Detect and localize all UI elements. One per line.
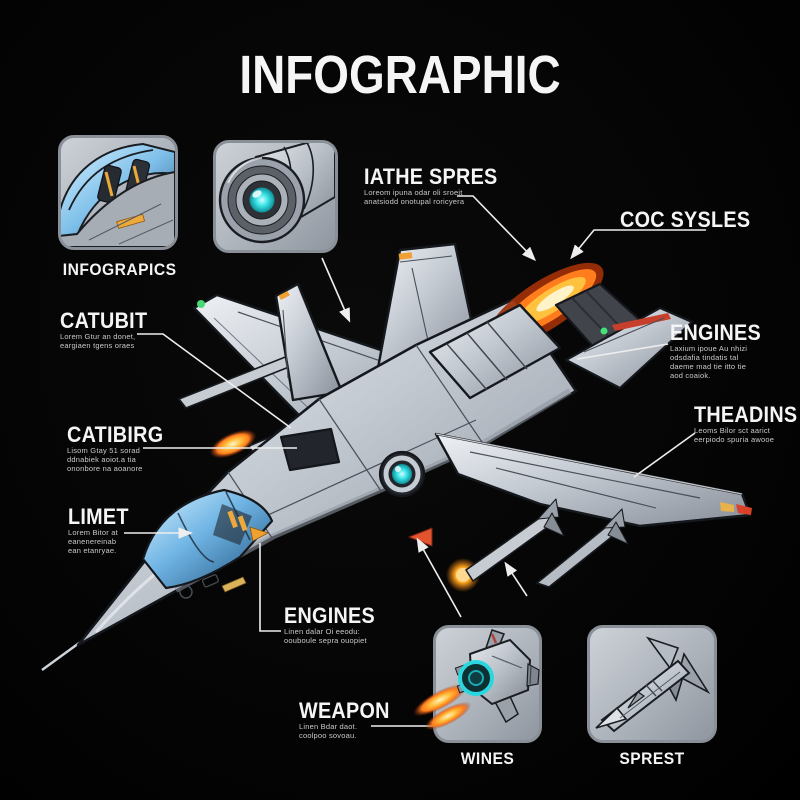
leader-lines <box>124 195 706 727</box>
thruster-detail-illustration <box>413 629 540 731</box>
underwing-missile <box>536 508 629 588</box>
callout-title: THEADINS <box>694 402 798 427</box>
callout-title: CATIBIRG <box>67 422 164 447</box>
cockpit-inset-panel <box>58 135 178 250</box>
leader-iathe-spres <box>457 195 537 262</box>
callout-engines-right: ENGINES Laxium ipoue Au nhizi odsdafia t… <box>670 320 771 381</box>
pointer-fuselage-marking <box>416 537 462 618</box>
fuselage-marking-orange <box>249 526 269 542</box>
callout-subtext: Laxium ipoue Au nhizi <box>670 344 748 353</box>
callout-title: IATHE SPRES <box>364 164 498 189</box>
nozzle-inset-panel <box>213 140 338 253</box>
callout-title: ENGINES <box>284 603 376 628</box>
leader-engines-bottom <box>259 543 281 632</box>
sprest-inset-panel <box>587 625 717 743</box>
callout-iathe-spres: IATHE SPRES Loreom ipuna odar oli sroeit… <box>364 164 512 207</box>
callout-subtext: Lisom Gtay 51 sorad <box>67 446 140 455</box>
tailplane-light <box>600 327 608 335</box>
dorsal-sensor <box>378 450 426 498</box>
callout-theadins: THEADINS Leoms Bilor sct aarict eerpiodo… <box>694 402 800 445</box>
missile-detail-illustration <box>595 636 711 733</box>
callout-limet: LIMET Lorem Bitor at eanenereinab ean et… <box>68 504 136 556</box>
callout-subtext: Linen dalar Oi eeodu: <box>284 627 360 636</box>
callout-subtext: Lorem Bitor at <box>68 528 118 537</box>
page-title: INFOGRAPHIC <box>239 45 561 105</box>
right-tailplane <box>564 306 694 390</box>
right-wing <box>434 432 752 528</box>
callout-subtext: daeme mad tie itto tie <box>670 362 747 371</box>
thruster-flames <box>413 683 472 731</box>
callout-subtext: Linen Bdar daot. <box>299 722 358 731</box>
callout-weapon: WEAPON Linen Bdar daot. coolpoo sovoau. <box>299 698 400 741</box>
callout-title: COC SYSLES <box>620 207 751 232</box>
nozzle-detail-illustration <box>218 143 335 244</box>
callout-subtext: Loreom ipuna odar oli sroeit <box>364 188 463 197</box>
wines-inset-panel <box>413 625 542 743</box>
callout-title: ENGINES <box>670 320 762 345</box>
wines-panel-caption: WINES <box>460 749 515 768</box>
fighter-jet-illustration <box>41 242 752 671</box>
leader-coc-sysles <box>570 229 706 260</box>
cockpit-detail-illustration <box>61 142 175 247</box>
leader-theadins <box>633 432 696 478</box>
engine-housing <box>428 303 562 400</box>
pointer-underwing-missile <box>504 561 528 597</box>
callout-title: WEAPON <box>299 698 390 723</box>
left-wingtip-light <box>197 300 205 308</box>
cockpit-panel-caption: INFOGRAPICS <box>62 260 177 279</box>
callout-subtext: ean etanryae. <box>68 546 117 555</box>
sprest-panel-caption: SPREST <box>619 749 685 768</box>
callout-subtext: ononbore na aoanore <box>67 464 143 473</box>
callout-subtext: Leoms Bilor sct aarict <box>694 426 771 435</box>
callout-subtext: eanenereinab <box>68 537 117 546</box>
underwing-missile-glowing <box>446 498 565 592</box>
callout-title: LIMET <box>68 504 129 529</box>
callout-subtext: odsdafia tindatis tal <box>670 353 739 362</box>
callout-catubit: CATUBIT Lorem Gtur an donet, eargiaen tg… <box>60 308 157 351</box>
callout-catibirg: CATIBIRG Lisom Gtay 51 sorad ddnabiek ao… <box>67 422 174 474</box>
callout-coc-sysles: COC SYSLES <box>620 209 765 231</box>
callout-subtext: anatsiodd onotupal roricyera <box>364 197 465 206</box>
callout-title: CATUBIT <box>60 308 148 333</box>
right-wingtip-light <box>736 504 752 515</box>
leader-nozzle-panel <box>321 257 351 323</box>
callout-subtext: eerpiodo spuria awooe <box>694 435 775 444</box>
callout-engines-bottom: ENGINES Linen dalar Oi eeodu: oouboule s… <box>284 603 385 646</box>
callout-subtext: aod coaiok. <box>670 371 711 380</box>
callout-subtext: eargiaen tgens oraes <box>60 341 135 350</box>
callout-subtext: ddnabiek aoiot.a tia <box>67 455 137 464</box>
cockpit-canopy <box>141 488 274 590</box>
callout-subtext: oouboule sepra ouopiet <box>284 636 367 645</box>
air-intake <box>279 427 341 472</box>
leader-engines-right <box>576 343 669 360</box>
leader-catubit <box>137 333 292 429</box>
callout-subtext: coolpoo sovoau. <box>299 731 357 740</box>
callout-subtext: Lorem Gtur an donet, <box>60 332 136 341</box>
